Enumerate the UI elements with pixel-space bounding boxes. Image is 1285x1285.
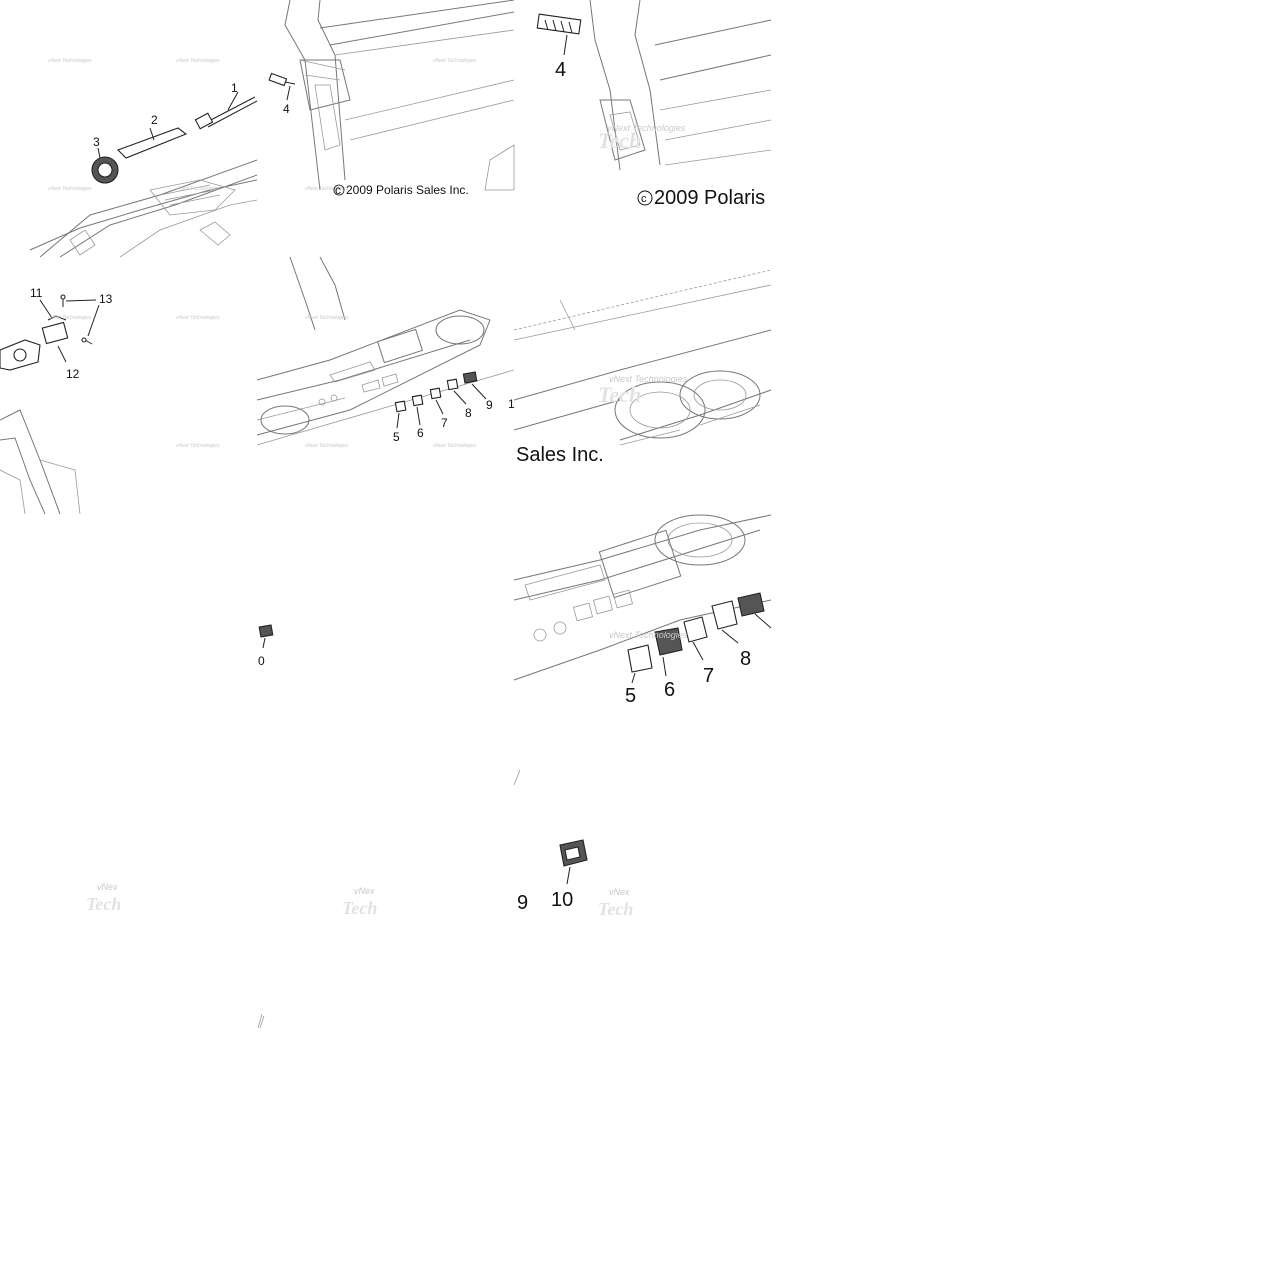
tile-8: 5 6 7 8 vNext Technologies — [513, 514, 772, 786]
callout-9-large: 9 — [517, 892, 528, 914]
watermark-big: Tech — [598, 128, 641, 153]
watermark: vNext Technologies — [433, 58, 477, 64]
watermark: vNext Technologies — [609, 374, 688, 384]
callout-8: 8 — [465, 406, 472, 420]
callout-8-large: 8 — [740, 648, 751, 670]
callout-4: 4 — [283, 102, 290, 116]
watermark: vNext Technologies — [176, 58, 220, 64]
watermark: vNext Technologies — [305, 186, 349, 192]
callout-5: 5 — [393, 430, 400, 444]
watermark: vNext Technologies — [176, 443, 220, 449]
callout-4-large: 4 — [555, 59, 566, 81]
copyright-symbol: c — [641, 193, 647, 205]
watermark: vNext Technologies — [48, 58, 92, 64]
watermark: vNext Technologies — [48, 315, 92, 321]
callout-1-partial: 1 — [508, 397, 515, 411]
watermark-big: Tech — [598, 382, 641, 407]
callout-13: 13 — [99, 292, 113, 306]
tile-9: 9 10 vNex Tech — [517, 839, 633, 919]
copyright-text: 2009 Polaris Sales Inc. — [346, 183, 469, 197]
watermark-big: Tech — [598, 899, 633, 919]
watermark: vNex — [97, 882, 118, 892]
callout-3: 3 — [93, 135, 100, 149]
watermark: vNex — [609, 887, 630, 897]
watermark: vNext Technologies — [305, 443, 349, 449]
tile-2: 4 vNext Technologies vNext Technologies … — [268, 0, 515, 197]
tile-7: 0 — [258, 624, 274, 668]
callout-11: 11 — [30, 286, 43, 300]
watermark-big: Tech — [86, 894, 121, 914]
watermark-big: Tech — [342, 898, 377, 918]
callout-2: 2 — [151, 113, 158, 127]
tile-lower-fragments: vNex Tech vNex Tech — [86, 882, 377, 1029]
callout-5-large: 5 — [625, 685, 636, 707]
tile-5: 5 6 7 8 9 vNext Technologies vNext Techn… — [256, 256, 515, 449]
watermark: vNext Technologies — [176, 186, 220, 192]
copyright-cont: Sales Inc. — [516, 444, 604, 466]
callout-7: 7 — [441, 416, 448, 430]
copyright-text-large: 2009 Polaris — [654, 187, 765, 209]
watermark: vNext Technologies — [433, 443, 477, 449]
tile-3: 4 vNext Technologies Tech c 2009 Polaris — [536, 0, 772, 209]
copyright-symbol: c — [335, 183, 341, 197]
callout-1: 1 — [231, 81, 238, 95]
callout-9: 9 — [486, 398, 493, 412]
callout-7-large: 7 — [703, 665, 714, 687]
callout-6: 6 — [417, 426, 424, 440]
watermark: vNext Technologies — [305, 315, 349, 321]
tile-4: 11 13 12 vNext Technologies vNext Techno… — [0, 286, 220, 515]
watermark: vNext Technologies — [176, 315, 220, 321]
tile-1: 1 2 3 vNext Technologies vNext Technolog… — [29, 58, 258, 258]
callout-6-large: 6 — [664, 679, 675, 701]
watermark: vNex — [354, 886, 375, 896]
watermark: vNext Technologies — [48, 186, 92, 192]
tile-6: 1 vNext Technologies Tech Sales Inc. — [508, 269, 772, 466]
callout-0: 0 — [258, 654, 265, 668]
callout-12: 12 — [66, 367, 80, 381]
watermark: vNext Technologies — [609, 630, 688, 640]
watermark: vNext Technologies — [607, 123, 686, 133]
callout-10-large: 10 — [551, 889, 573, 911]
